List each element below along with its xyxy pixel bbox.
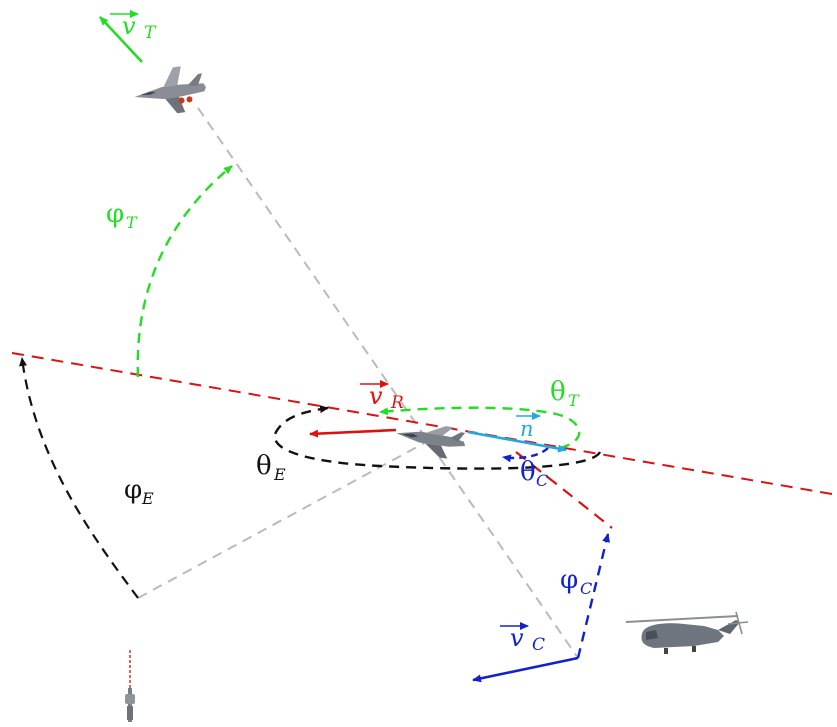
phi-t-arc xyxy=(136,165,233,378)
label-phi-e: φ E xyxy=(124,475,154,508)
radar-axis-line xyxy=(11,352,833,495)
helicopter-icon xyxy=(625,611,749,654)
label-phi-c: φ C xyxy=(560,565,592,598)
v-c-subscript: C xyxy=(532,635,545,655)
label-n: n xyxy=(516,412,541,441)
v-r-vector xyxy=(309,428,397,438)
phi-e-arc xyxy=(19,357,139,599)
label-theta-c: θ C xyxy=(520,457,548,490)
chaff-direction-line xyxy=(515,451,613,529)
v-r-subscript: R xyxy=(390,393,404,413)
phi-t-symbol: φ xyxy=(106,199,124,229)
theta-e-symbol: θ xyxy=(256,451,272,481)
label-v-c: v C xyxy=(500,622,545,655)
v-c-vector xyxy=(472,656,579,683)
phi-e-symbol: φ xyxy=(124,475,142,505)
v-c-symbol: v xyxy=(510,624,524,652)
v-t-symbol: v xyxy=(122,12,136,40)
theta-t-subscript: T xyxy=(568,391,580,410)
phi-t-subscript: T xyxy=(126,213,138,232)
phi-e-subscript: E xyxy=(141,489,154,508)
v-t-subscript: T xyxy=(144,23,157,43)
radio-tower-icon xyxy=(125,650,135,722)
v-t-vector xyxy=(99,16,143,63)
n-vector xyxy=(467,430,567,453)
label-phi-t: φ T xyxy=(106,199,138,232)
theta-t-symbol: θ xyxy=(550,377,566,407)
label-theta-e: θ E xyxy=(256,451,286,484)
los-emitter-line xyxy=(137,439,431,599)
phi-c-subscript: C xyxy=(580,579,592,598)
theta-e-subscript: E xyxy=(273,465,286,484)
target-fighter-jet-icon xyxy=(134,66,206,114)
n-symbol: n xyxy=(520,417,534,441)
theta-e-ellipse xyxy=(273,405,602,470)
label-v-t: v T xyxy=(110,10,157,43)
label-v-r: v R xyxy=(360,380,404,413)
theta-c-subscript: C xyxy=(536,471,548,490)
label-theta-t: θ T xyxy=(550,377,580,410)
v-r-symbol: v xyxy=(369,382,383,410)
theta-c-arc xyxy=(502,447,549,463)
los-target-line xyxy=(197,107,579,659)
theta-t-ellipse xyxy=(379,406,581,450)
phi-c-symbol: φ xyxy=(560,565,578,595)
phi-c-arc xyxy=(576,533,611,659)
theta-c-symbol: θ xyxy=(520,457,536,487)
radar-fighter-jet-icon xyxy=(396,426,466,459)
